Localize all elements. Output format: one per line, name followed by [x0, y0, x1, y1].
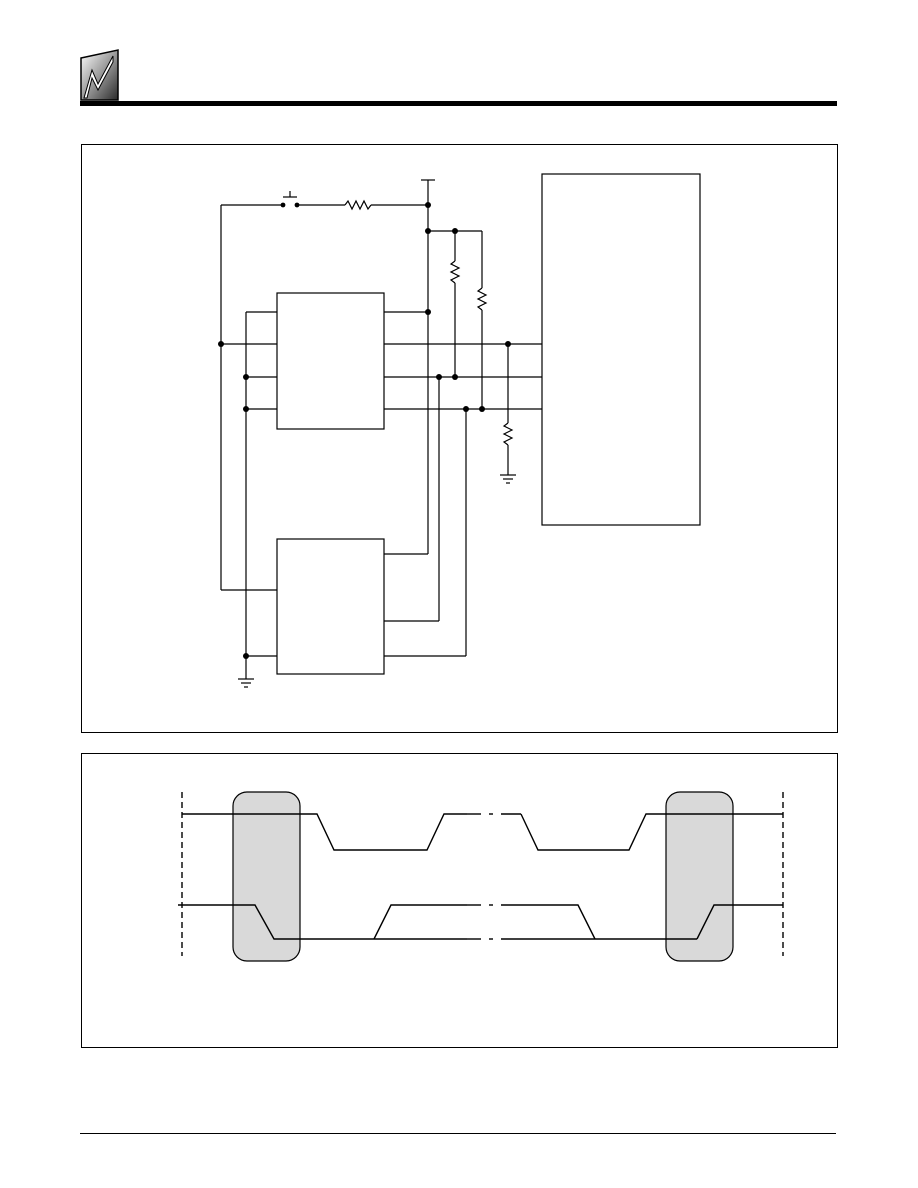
header-rule [80, 101, 837, 106]
pull-up-resistor-2 [476, 287, 488, 311]
series-resistor [344, 199, 372, 211]
upper-waveform [182, 813, 783, 851]
timing-diagram [178, 791, 784, 962]
schematic-panel [81, 144, 838, 733]
ground-symbol-2 [238, 678, 254, 688]
timing-panel [81, 753, 838, 1048]
pull-up-resistor-1 [449, 260, 461, 284]
schematic-diagram [218, 173, 701, 688]
controller-block [541, 173, 701, 526]
junction-dots [218, 202, 511, 659]
chip-2 [276, 538, 385, 675]
footer-rule [80, 1133, 836, 1134]
lower-waveform [178, 904, 783, 940]
stop-condition-highlight [665, 791, 734, 962]
pushbutton-switch [283, 191, 297, 198]
pull-down-resistor [502, 422, 514, 446]
ground-symbol-1 [500, 474, 516, 484]
chip-1 [276, 292, 385, 430]
company-logo-icon [80, 48, 120, 102]
start-condition-highlight [232, 791, 301, 962]
